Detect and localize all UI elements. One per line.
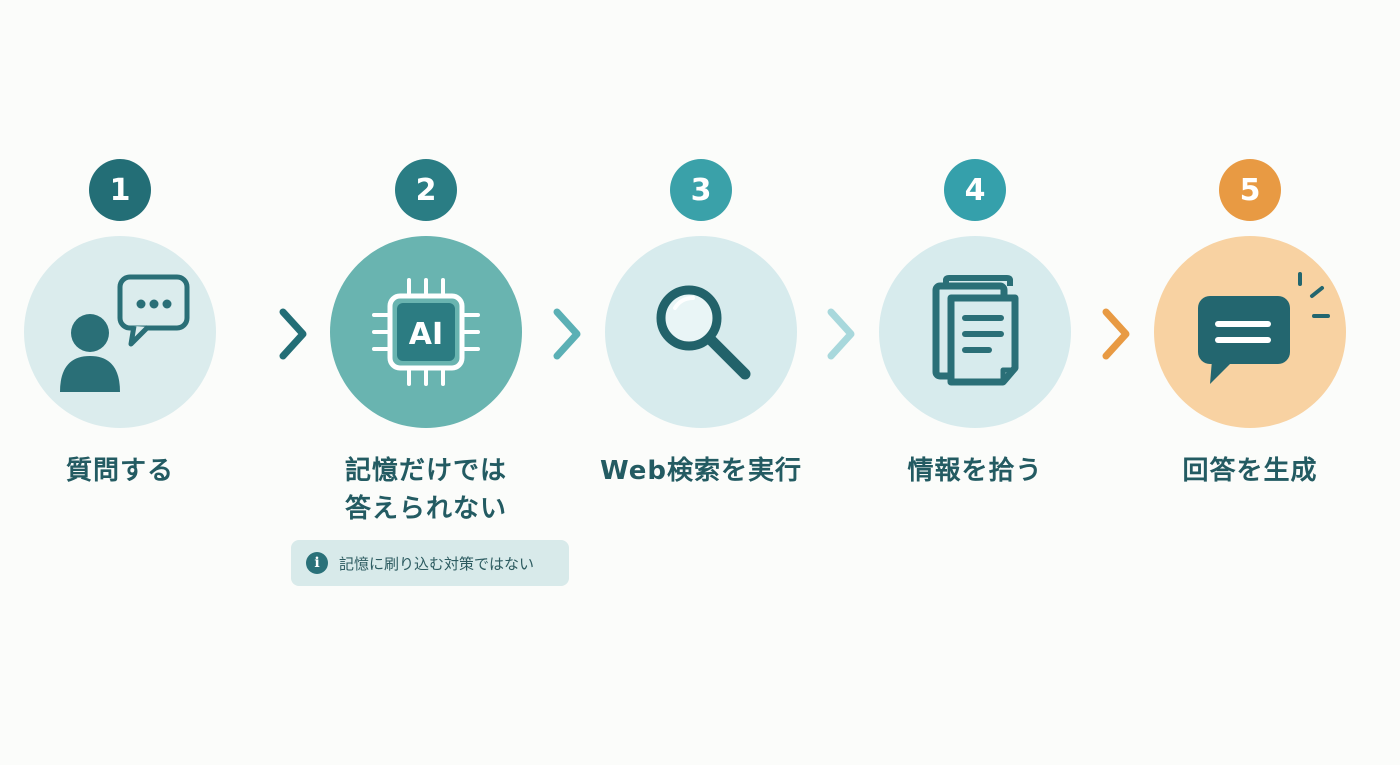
- person-chat-icon: [60, 274, 190, 392]
- magnifier-icon: [656, 285, 751, 380]
- step-label: 回答を生成: [1182, 456, 1318, 486]
- svg-text:AI: AI: [409, 317, 443, 352]
- info-icon: i: [306, 552, 328, 574]
- step-icon-circle: [879, 236, 1071, 428]
- chevron-right-icon: [279, 308, 307, 360]
- step-number-badge: 2: [395, 159, 457, 221]
- step-icon-circle: AI: [330, 236, 522, 428]
- step-number-badge: 5: [1219, 159, 1281, 221]
- step-label: Web検索を実行: [600, 456, 802, 486]
- chevron-right-icon: [553, 308, 581, 360]
- step-number-badge: 3: [670, 159, 732, 221]
- step-number-badge: 1: [89, 159, 151, 221]
- step-number-badge: 4: [944, 159, 1006, 221]
- step-icon-circle: [605, 236, 797, 428]
- step-label: 質問する: [65, 456, 174, 486]
- step-icon-circle: [24, 236, 216, 428]
- note-text: 記憶に刷り込む対策ではない: [339, 554, 535, 573]
- step-icon-circle: [1154, 236, 1346, 428]
- ai-chip-icon: AI: [372, 278, 480, 386]
- note-box: i 記憶に刷り込む対策ではない: [291, 540, 569, 586]
- chevron-right-icon: [1102, 308, 1130, 360]
- answer-bubble-icon: [1198, 272, 1330, 384]
- documents-icon: [932, 275, 1019, 386]
- step-label: 記憶だけでは 答えられない: [344, 456, 507, 524]
- chevron-right-icon: [827, 308, 855, 360]
- step-label: 情報を拾う: [907, 456, 1043, 486]
